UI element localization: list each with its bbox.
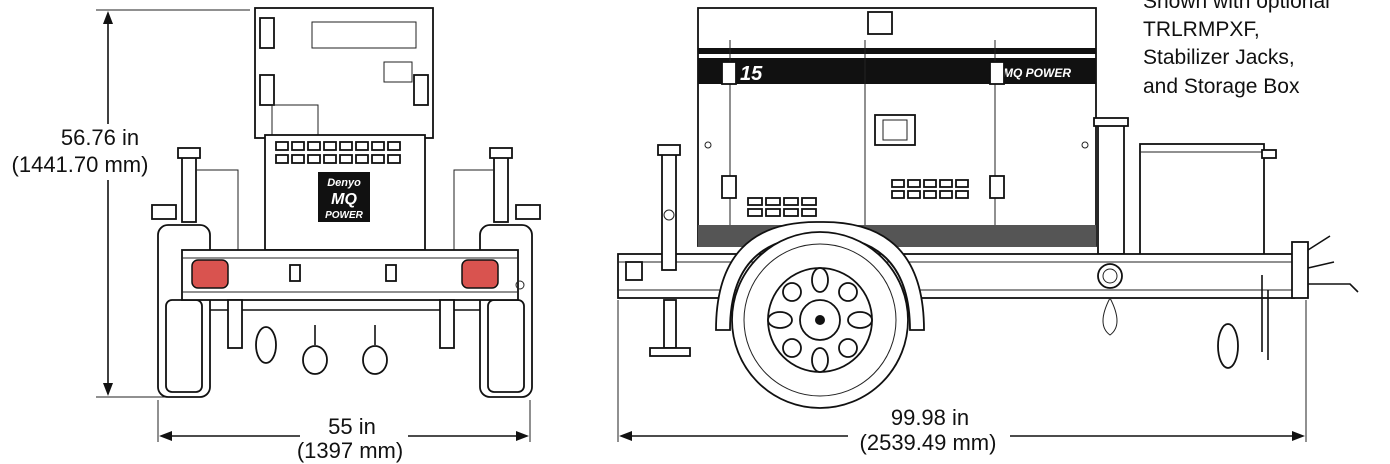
length-dimension-metric: (2539.49 mm) <box>860 430 997 455</box>
badge-line3: POWER <box>325 210 364 221</box>
front-vent-grille <box>275 141 401 164</box>
height-dimension-line <box>96 9 250 398</box>
height-dimension-imperial: 56.76 in <box>61 125 139 150</box>
side-view: 15 MQ POWER <box>617 0 1359 455</box>
side-brand-logo: MQ POWER <box>1003 66 1071 80</box>
front-undercarriage <box>210 299 480 375</box>
front-stabilizer-jacks <box>151 147 541 250</box>
side-accent-band <box>698 58 1096 84</box>
note-line-2: TRLRMPXF, <box>1143 18 1260 41</box>
badge-line1: Denyo <box>327 177 361 189</box>
note-line-1: Shown with optional <box>1143 0 1330 13</box>
side-storage-box <box>1093 117 1277 257</box>
note-line-4: and Storage Box <box>1143 75 1300 98</box>
width-dimension-line <box>157 400 531 442</box>
front-generator-enclosure: Denyo MQ POWER <box>254 7 434 251</box>
side-vent-grille <box>747 179 969 217</box>
width-dimension-imperial: 55 in <box>328 414 376 439</box>
left-taillight <box>191 259 229 289</box>
front-brand-badge: Denyo MQ POWER <box>318 172 370 222</box>
front-view: 56.76 in (1441.70 mm) Denyo MQ POWER <box>12 7 541 463</box>
model-number: 15 <box>740 63 763 85</box>
width-dimension-metric: (1397 mm) <box>297 438 403 463</box>
side-wheel <box>715 221 925 409</box>
side-generator-enclosure: 15 MQ POWER <box>697 7 1097 247</box>
length-dimension-imperial: 99.98 in <box>891 405 969 430</box>
badge-line2: MQ <box>331 191 357 208</box>
optional-equipment-note: Shown with optional TRLRMPXF, Stabilizer… <box>1143 0 1330 98</box>
side-stabilizer-jack <box>649 144 691 357</box>
length-dimension-line <box>617 300 1307 442</box>
front-bumper <box>181 249 525 301</box>
right-taillight <box>461 259 499 289</box>
note-line-3: Stabilizer Jacks, <box>1143 46 1295 69</box>
height-dimension-metric: (1441.70 mm) <box>12 152 149 177</box>
front-wheels <box>157 224 533 398</box>
